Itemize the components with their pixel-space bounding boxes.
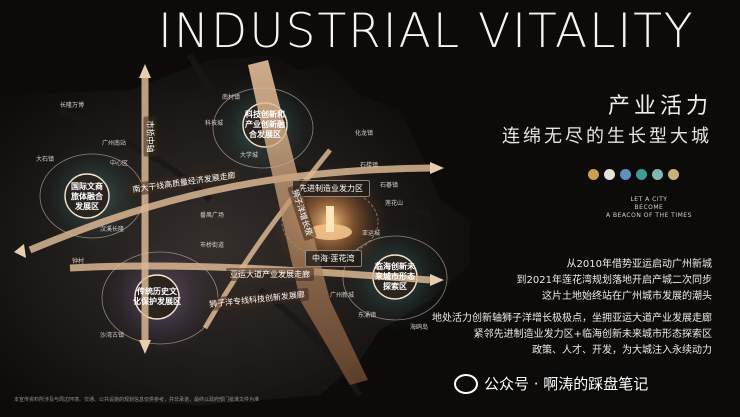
place-pin: 广州南站 <box>102 140 127 147</box>
place-pin: 大石镇 <box>36 156 55 163</box>
disclaimer-footnote: 本宣传资料所涉及与周边环境、交通、公共设施的规划信息仅供参考，并非承诺，最终以政… <box>14 397 260 403</box>
description-line: 从2010年借势亚运启动广州新城 <box>566 259 712 270</box>
place-pin: 科技城 <box>205 120 224 127</box>
place-pin: 番禺广场 <box>200 212 225 219</box>
place-pin: 亚运城 <box>362 230 381 237</box>
headline-en: INDUSTRIAL VITALITY <box>158 4 695 59</box>
title-cn: 产业活力 <box>607 94 712 119</box>
place-pin: 东涌镇 <box>358 312 377 319</box>
place-pin: 化龙镇 <box>355 130 374 137</box>
place-pin: 汉溪长隆 <box>100 226 125 233</box>
project-marker: 中海·莲花湾 <box>305 250 362 267</box>
place-pin: 海鸥岛 <box>410 324 429 331</box>
zone-label-heritage: 传统历史文 化保护发展区 <box>133 287 181 306</box>
axis-label-yayun: 亚运大道产业发展走廊 <box>226 268 314 281</box>
slogan-line: BECOME <box>634 204 664 211</box>
place-pin: 大学城 <box>240 152 259 159</box>
place-pin: 广州新城 <box>330 292 355 299</box>
corridor-arrowheads <box>14 64 444 354</box>
description-para-1: 从2010年借势亚运启动广州新城 到2021年莲花湾规划落地开启产城二次同步 这… <box>517 258 712 306</box>
logo-mark-6 <box>668 169 679 180</box>
description-line: 紧邻先进制造业发力区+临海创新未来城市形态探索区 <box>473 329 712 340</box>
place-pin: 南村镇 <box>222 94 241 101</box>
description-line: 政策、人才、开发，为大城注入永续动力 <box>532 345 712 356</box>
wechat-icon <box>454 373 478 394</box>
zone-label-coastal: 临海创新未 来城市形态 探索区 <box>375 262 415 291</box>
partner-logos <box>588 169 679 180</box>
slogan-line: A BEACON OF THE TIMES <box>606 212 692 219</box>
zone-label-innovation: 科技创新和 产业创新融 合发展区 <box>245 110 285 139</box>
axis-label-spine: 市桥中轴 <box>143 116 157 157</box>
place-pin: 石楼镇 <box>360 162 379 169</box>
place-pin: 莲花山 <box>385 200 404 207</box>
slogan-line: LET A CITY <box>630 196 668 203</box>
logo-mark-3 <box>620 169 631 180</box>
description-line: 到2021年莲花湾规划落地开启产城二次同步 <box>516 275 712 286</box>
place-pin: 石碁镇 <box>380 182 399 189</box>
logo-mark-5 <box>652 169 663 180</box>
place-pin: 长隆万博 <box>60 102 85 109</box>
watermark-text: 公众号 · 啊涛的踩盘笔记 <box>484 375 649 393</box>
place-pin: 中心区 <box>110 160 129 167</box>
place-pin: 钟村 <box>72 258 85 265</box>
subtitle-cn: 连绵无尽的生长型大城 <box>502 126 712 147</box>
description-line: 地处活力创新轴狮子洋增长极极点，坐拥亚运大道产业发展走廊 <box>432 313 712 324</box>
description-line: 这片土地始终站在广州城市发展的潮头 <box>542 291 712 302</box>
beacon-tower <box>326 206 334 232</box>
zone-label-culture: 国际文商 旅体融合 发展区 <box>71 182 103 211</box>
zone-tag-manufacturing: 先进制造业发力区 <box>292 180 370 197</box>
logo-mark-2 <box>604 169 615 180</box>
watermark: 公众号 · 啊涛的踩盘笔记 <box>454 373 648 394</box>
slogan-en: LET A CITY BECOME A BEACON OF THE TIMES <box>606 196 692 220</box>
description-para-2: 地处活力创新轴狮子洋增长极极点，坐拥亚运大道产业发展走廊 紧邻先进制造业发力区+… <box>432 312 712 360</box>
place-pin: 市桥街道 <box>200 242 225 249</box>
logo-mark-1 <box>588 169 599 180</box>
place-pin: 沙湾古镇 <box>100 332 125 339</box>
logo-mark-4 <box>636 169 647 180</box>
